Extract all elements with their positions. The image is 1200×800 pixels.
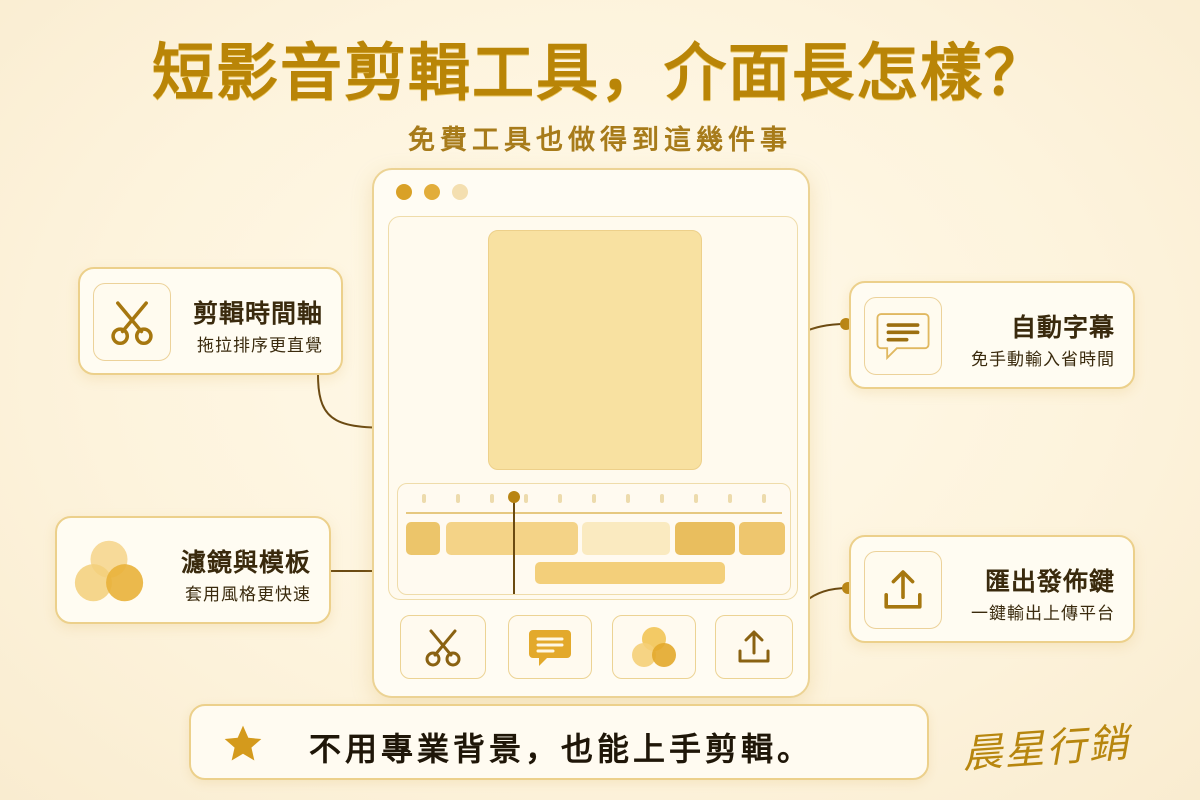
callout-timeline-icon-box (93, 283, 171, 361)
callout-timeline: 剪輯時間軸 拖拉排序更直覺 (78, 267, 343, 375)
callout-export-title: 匯出發佈鍵 (984, 567, 1115, 596)
bottom-banner: 不用專業背景，也能上手剪輯。 (189, 704, 929, 780)
upload-icon (884, 570, 922, 609)
ruler-tick (524, 494, 528, 503)
export-tool-button[interactable] (715, 615, 793, 679)
callout-captions-icon-box (864, 297, 942, 375)
ruler-tick (694, 494, 698, 503)
window-dot-1 (396, 184, 412, 200)
banner-text: 不用專業背景，也能上手剪輯。 (309, 730, 814, 768)
ruler-tick (728, 494, 732, 503)
playhead[interactable] (513, 498, 515, 594)
color-circles-icon (74, 540, 144, 602)
callout-timeline-desc: 拖拉排序更直覺 (197, 336, 323, 356)
page-subtitle: 免費工具也做得到這幾件事 (408, 125, 792, 156)
ruler-tick (490, 494, 494, 503)
callout-filters-desc: 套用風格更快速 (185, 585, 311, 605)
editor-window-mockup (372, 168, 810, 698)
upload-icon (738, 630, 770, 663)
callout-export-desc: 一鍵輸出上傳平台 (971, 604, 1115, 624)
playhead-handle[interactable] (508, 491, 520, 503)
callout-export: 匯出發佈鍵 一鍵輸出上傳平台 (849, 535, 1135, 643)
ruler-tick (422, 494, 426, 503)
editor-panel (388, 216, 798, 600)
video-clip[interactable] (446, 522, 578, 555)
scissors-icon (425, 629, 461, 667)
audio-clip[interactable] (535, 562, 725, 584)
brand-logo: 晨星行銷 (960, 720, 1132, 778)
ruler-tick (592, 494, 596, 503)
timeline-track-area[interactable] (397, 483, 791, 595)
page-title: 短影音剪輯工具，介面長怎樣？ (151, 36, 1048, 109)
window-dot-2 (424, 184, 440, 200)
ruler-line (406, 512, 782, 514)
caption-tool-button[interactable] (508, 615, 592, 679)
callout-filters-icon-box (70, 532, 148, 610)
video-clip[interactable] (675, 522, 735, 555)
ruler-tick (660, 494, 664, 503)
ruler-tick (558, 494, 562, 503)
chat-lines-icon (876, 313, 930, 361)
cut-tool-button[interactable] (400, 615, 486, 679)
star-icon (224, 725, 262, 761)
ruler-tick (762, 494, 766, 503)
scissors-icon (111, 301, 153, 346)
callout-captions-desc: 免手動輸入省時間 (971, 350, 1115, 370)
callout-filters: 濾鏡與模板 套用風格更快速 (55, 516, 331, 624)
filter-circles-icon (632, 627, 676, 667)
video-clip[interactable] (582, 522, 670, 555)
filter-tool-button[interactable] (612, 615, 696, 679)
callout-captions-title: 自動字幕 (1010, 313, 1115, 342)
callout-export-icon-box (864, 551, 942, 629)
callout-captions: 自動字幕 免手動輸入省時間 (849, 281, 1135, 389)
caption-bubble-icon (529, 630, 571, 666)
video-preview (488, 230, 702, 470)
video-clip[interactable] (739, 522, 785, 555)
ruler-tick (456, 494, 460, 503)
callout-filters-title: 濾鏡與模板 (180, 548, 311, 577)
window-dot-3 (452, 184, 468, 200)
video-clip[interactable] (406, 522, 440, 555)
ruler-tick (626, 494, 630, 503)
callout-timeline-title: 剪輯時間軸 (192, 299, 323, 328)
